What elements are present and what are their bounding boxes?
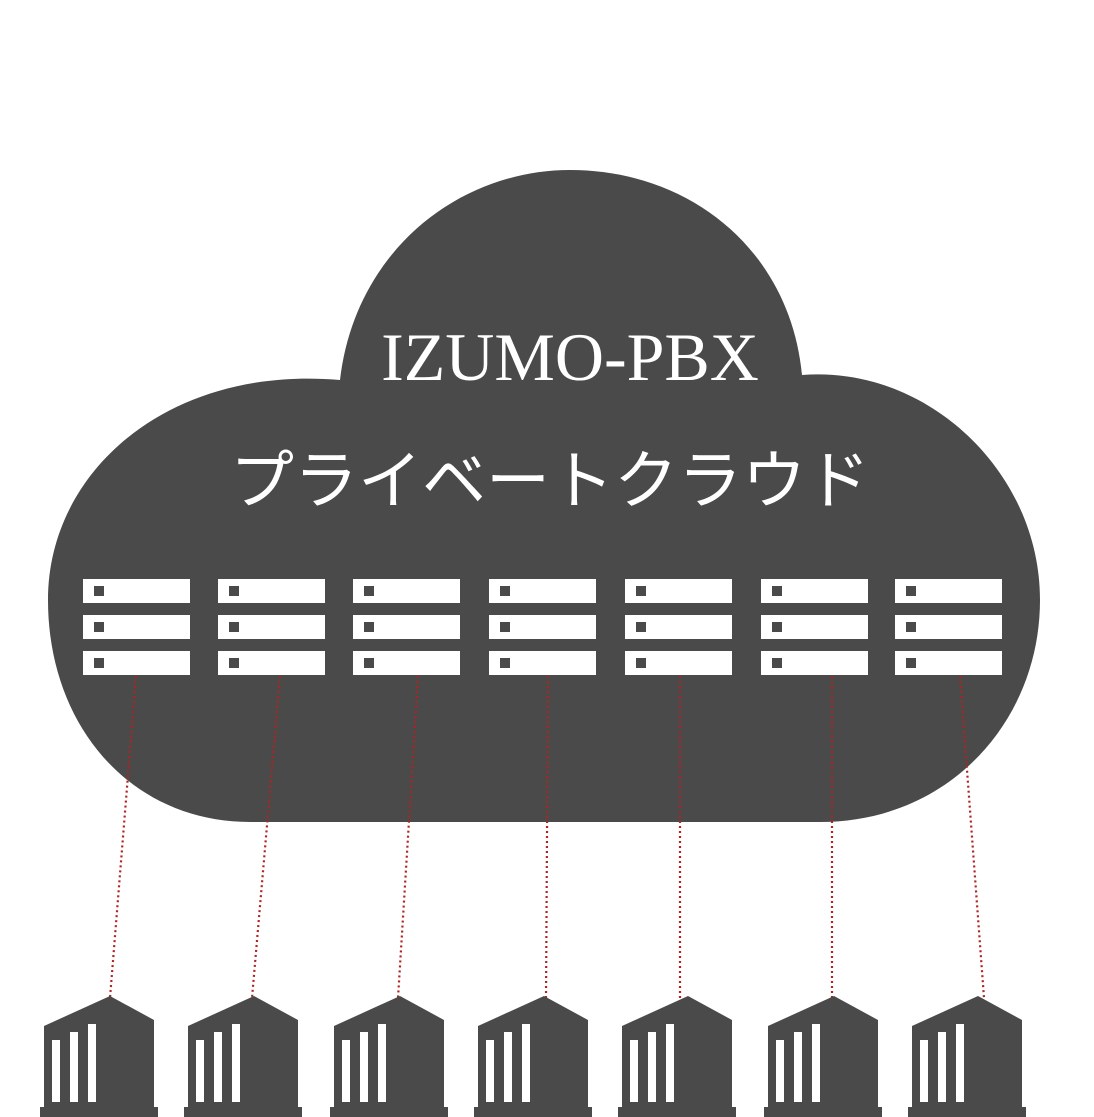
connection-line xyxy=(250,675,282,999)
office-building-icon xyxy=(330,996,448,1117)
server-led xyxy=(772,622,782,632)
server-led xyxy=(500,658,510,668)
server-rack-icon xyxy=(489,579,596,675)
server-led xyxy=(229,658,239,668)
connection-lines xyxy=(108,675,986,999)
building-window xyxy=(648,1032,656,1102)
building-base xyxy=(618,1107,736,1117)
building-base xyxy=(908,1107,1026,1117)
building-window xyxy=(52,1040,60,1102)
building-window xyxy=(504,1032,512,1102)
office-building-icon xyxy=(40,996,158,1117)
building-base xyxy=(474,1107,592,1117)
server-led xyxy=(636,622,646,632)
building-window xyxy=(666,1024,674,1102)
server-led xyxy=(364,658,374,668)
building-window xyxy=(196,1040,204,1102)
building-body xyxy=(188,996,298,1108)
connection-line xyxy=(958,675,986,999)
building-window xyxy=(360,1032,368,1102)
server-rack-icon xyxy=(353,579,460,675)
building-window xyxy=(486,1040,494,1102)
building-base xyxy=(330,1107,448,1117)
building-body xyxy=(622,996,732,1108)
building-body xyxy=(334,996,444,1108)
building-window xyxy=(920,1040,928,1102)
building-window xyxy=(232,1024,240,1102)
building-window xyxy=(956,1024,964,1102)
building-window xyxy=(88,1024,96,1102)
building-base xyxy=(764,1107,882,1117)
server-row xyxy=(83,579,1002,675)
server-led xyxy=(94,658,104,668)
server-led xyxy=(636,658,646,668)
office-building-icon xyxy=(764,996,882,1117)
building-window xyxy=(938,1032,946,1102)
connection-line xyxy=(108,675,138,999)
building-body xyxy=(912,996,1022,1108)
office-building-icon xyxy=(618,996,736,1117)
server-led xyxy=(229,622,239,632)
private-cloud: IZUMO-PBX プライベートクラウド xyxy=(48,170,1040,822)
building-base xyxy=(40,1107,158,1117)
building-base xyxy=(184,1107,302,1117)
building-body xyxy=(768,996,878,1108)
building-body xyxy=(44,996,154,1108)
building-window xyxy=(794,1032,802,1102)
server-rack-icon xyxy=(761,579,868,675)
connection-line xyxy=(544,675,550,999)
server-led xyxy=(94,622,104,632)
server-led xyxy=(229,586,239,596)
cloud-subtitle: プライベートクラウド xyxy=(230,445,870,519)
server-led xyxy=(364,586,374,596)
building-body xyxy=(478,996,588,1108)
server-rack-icon xyxy=(83,579,190,675)
server-led xyxy=(906,586,916,596)
server-led xyxy=(94,586,104,596)
building-window xyxy=(378,1024,386,1102)
building-window xyxy=(812,1024,820,1102)
building-window xyxy=(214,1032,222,1102)
building-window xyxy=(70,1032,78,1102)
office-building-icon xyxy=(474,996,592,1117)
server-led xyxy=(364,622,374,632)
server-rack-icon xyxy=(625,579,732,675)
building-window xyxy=(630,1040,638,1102)
server-rack-icon xyxy=(218,579,325,675)
server-led xyxy=(772,586,782,596)
server-led xyxy=(906,658,916,668)
cloud-title: IZUMO-PBX xyxy=(381,319,759,395)
office-building-icon xyxy=(184,996,302,1117)
building-window xyxy=(342,1040,350,1102)
building-window xyxy=(522,1024,530,1102)
connection-line xyxy=(396,675,420,999)
server-led xyxy=(500,622,510,632)
office-building-icon xyxy=(908,996,1026,1117)
server-led xyxy=(500,586,510,596)
building-row xyxy=(40,996,1026,1117)
server-led xyxy=(636,586,646,596)
server-rack-icon xyxy=(895,579,1002,675)
building-window xyxy=(776,1040,784,1102)
server-led xyxy=(772,658,782,668)
server-led xyxy=(906,622,916,632)
